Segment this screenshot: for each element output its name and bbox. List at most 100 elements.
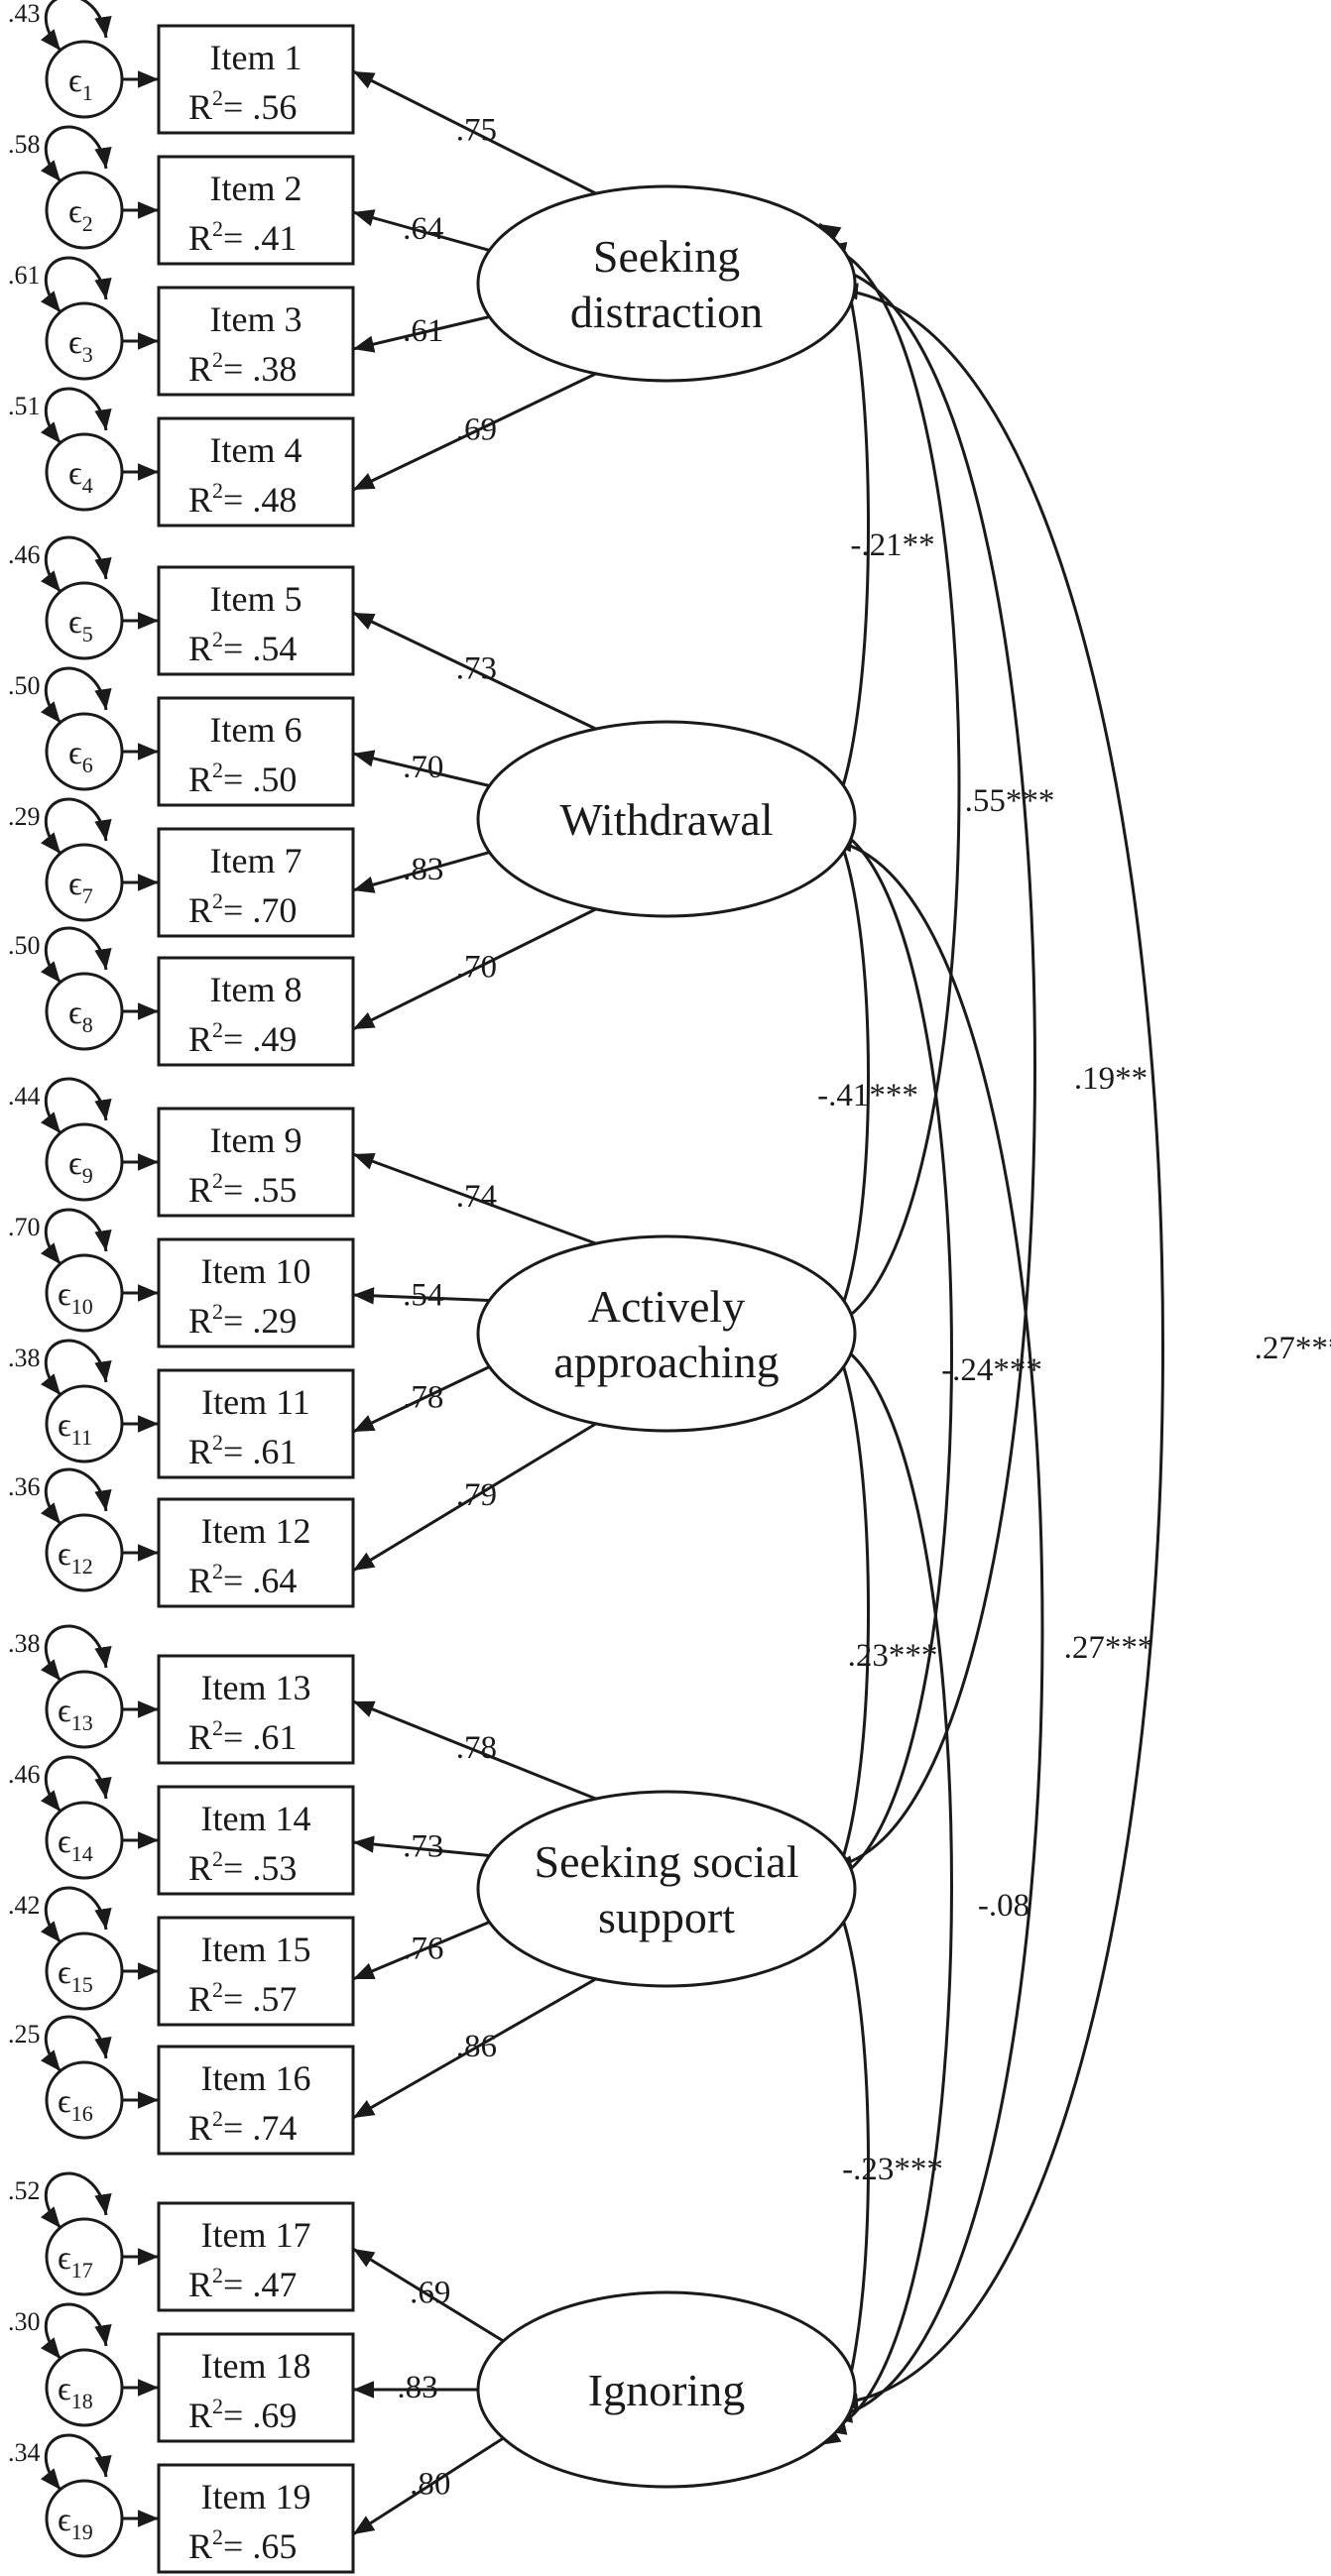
r2-equals: = bbox=[223, 2526, 252, 2566]
epsilon-symbol: ϵ bbox=[68, 1145, 82, 1182]
r2-superscript: 2 bbox=[212, 758, 223, 782]
epsilon-symbol: ϵ bbox=[58, 1693, 71, 1729]
correlation-label: .55*** bbox=[965, 783, 1055, 819]
item-label: Item 1 bbox=[210, 38, 302, 77]
r2-prefix: R bbox=[188, 1432, 212, 1471]
error-term bbox=[45, 1122, 124, 1202]
r2-equals: = bbox=[223, 1561, 252, 1600]
item-label: Item 4 bbox=[210, 430, 302, 470]
error-label: ϵ15 bbox=[58, 1954, 93, 1997]
correlation-label: -.23*** bbox=[842, 2152, 943, 2187]
r2-superscript: 2 bbox=[212, 1977, 223, 2002]
factor-label: Actively bbox=[588, 1281, 745, 1332]
correlation-label: .23*** bbox=[848, 1638, 938, 1674]
item-label: Item 9 bbox=[210, 1120, 302, 1160]
loading-arrow bbox=[352, 1422, 597, 1573]
epsilon-symbol: ϵ bbox=[58, 1536, 71, 1573]
error-variance-label: .46 bbox=[8, 1760, 41, 1789]
loading-arrow bbox=[352, 69, 597, 195]
item-r-squared: R2= .49 bbox=[188, 1017, 297, 1059]
error-variance-loop bbox=[40, 1339, 112, 1396]
item-r-squared: R2= .47 bbox=[188, 2263, 297, 2304]
epsilon-symbol: ϵ bbox=[58, 2083, 71, 2120]
loading-arrow bbox=[352, 2247, 505, 2343]
r2-equals: = bbox=[223, 1979, 252, 2019]
item-label: Item 14 bbox=[201, 1799, 311, 1838]
loading-label: .78 bbox=[456, 1730, 497, 1766]
r2-equals: = bbox=[223, 1170, 252, 1210]
r2-superscript: 2 bbox=[212, 2106, 223, 2131]
error-variance-label: .25 bbox=[8, 2020, 41, 2049]
loading-label: .78 bbox=[403, 1379, 443, 1415]
error-label: ϵ10 bbox=[58, 1276, 93, 1319]
r2-prefix: R bbox=[188, 890, 212, 930]
r2-value: .47 bbox=[252, 2265, 297, 2304]
item-r-squared: R2= .57 bbox=[188, 1977, 297, 2019]
item-box bbox=[157, 565, 355, 676]
error-variance-loop bbox=[40, 797, 112, 855]
factor-label: Withdrawal bbox=[559, 794, 773, 845]
r2-value: .64 bbox=[252, 1561, 297, 1600]
error-variance-loop bbox=[40, 1755, 112, 1813]
epsilon-symbol: ϵ bbox=[58, 1823, 71, 1860]
error-label: ϵ5 bbox=[68, 604, 93, 646]
loading-label: .73 bbox=[456, 651, 497, 687]
loading-label: .61 bbox=[403, 313, 443, 349]
r2-value: .38 bbox=[252, 349, 297, 389]
loading-arrow bbox=[352, 1977, 597, 2120]
r2-prefix: R bbox=[188, 1561, 212, 1600]
error-variance-label: .38 bbox=[8, 1629, 41, 1658]
epsilon-symbol: ϵ bbox=[68, 735, 82, 771]
epsilon-symbol: ϵ bbox=[68, 193, 82, 230]
error-label: ϵ4 bbox=[68, 455, 93, 498]
error-variance-loop bbox=[40, 2433, 112, 2491]
error-variance-label: .36 bbox=[8, 1472, 41, 1501]
r2-value: .65 bbox=[252, 2526, 297, 2566]
r2-prefix: R bbox=[188, 349, 212, 389]
correlation-label: .27*** bbox=[1255, 1331, 1331, 1366]
epsilon-symbol: ϵ bbox=[68, 866, 82, 902]
epsilon-symbol: ϵ bbox=[58, 1407, 71, 1444]
item-r-squared: R2= .61 bbox=[188, 1430, 297, 1471]
error-index: 6 bbox=[82, 753, 93, 777]
item-box bbox=[157, 24, 355, 135]
r2-value: .61 bbox=[252, 1432, 297, 1471]
error-variance-label: .52 bbox=[8, 2176, 41, 2205]
r2-prefix: R bbox=[188, 1301, 212, 1341]
error-term bbox=[45, 40, 124, 119]
error-variance-loop bbox=[40, 125, 112, 182]
item-r-squared: R2= .69 bbox=[188, 2394, 297, 2435]
r2-value: .29 bbox=[252, 1301, 297, 1341]
error-index: 18 bbox=[71, 2389, 93, 2413]
epsilon-symbol: ϵ bbox=[68, 62, 82, 99]
r2-prefix: R bbox=[188, 1848, 212, 1888]
item-r-squared: R2= .29 bbox=[188, 1299, 297, 1341]
error-index: 4 bbox=[82, 473, 93, 498]
loading-arrow bbox=[352, 611, 597, 731]
item-label: Item 17 bbox=[201, 2215, 311, 2255]
error-index: 12 bbox=[71, 1554, 93, 1579]
r2-prefix: R bbox=[188, 2396, 212, 2435]
correlation-label: -.41*** bbox=[817, 1078, 918, 1113]
error-index: 19 bbox=[71, 2519, 93, 2544]
item-label: Item 12 bbox=[201, 1511, 311, 1551]
item-box bbox=[157, 827, 355, 938]
item-label: Item 5 bbox=[210, 579, 302, 619]
loading-label: .54 bbox=[403, 1278, 443, 1314]
r2-prefix: R bbox=[188, 1979, 212, 2019]
loading-arrow bbox=[352, 2436, 505, 2536]
loading-arrow bbox=[352, 1835, 490, 1857]
error-label: ϵ7 bbox=[68, 866, 93, 908]
r2-equals: = bbox=[223, 87, 252, 127]
error-index: 11 bbox=[71, 1425, 92, 1450]
r2-equals: = bbox=[223, 1019, 252, 1059]
error-variance-label: .44 bbox=[8, 1082, 41, 1111]
